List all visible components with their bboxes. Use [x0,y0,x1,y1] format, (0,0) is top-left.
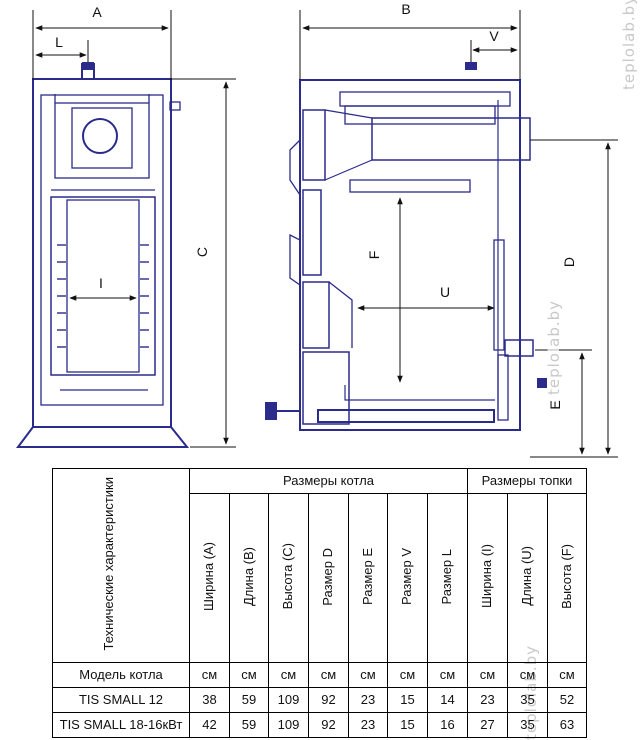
column-header: Размер V [387,493,428,663]
unit-cell: см [348,662,388,688]
column-header-label: Размер E [359,547,375,605]
front-view [16,63,190,448]
unit-cell: см [308,662,349,688]
column-header-label: Длина (B) [240,546,256,606]
unit-cell: см [467,662,508,688]
column-header-label: Размер V [399,547,415,605]
dim-label-c: C [194,247,210,257]
table-row: TIS SMALL 12 38 59 109 92 23 15 14 23 35… [52,687,587,713]
value-cell: 109 [268,712,309,738]
value-cell: 23 [348,687,388,713]
unit-cell: см [189,662,230,688]
dim-label-a: A [92,4,102,20]
front-grate-lines [57,244,149,348]
unit-cell: см [427,662,468,688]
watermark-text: teplolab.by [545,299,563,395]
value-cell: 92 [308,687,349,713]
row-header-label: Технические характеристики [101,477,116,651]
side-flue-icon [465,62,547,388]
unit-cell: см [387,662,428,688]
value-cell: 15 [387,712,428,738]
value-cell: 35 [507,712,548,738]
value-cell: 38 [189,687,230,713]
column-header-label: Ширина (I) [479,544,495,609]
column-header: Размер D [308,493,349,663]
side-handle-icon [265,402,300,420]
value-cell: 42 [189,712,230,738]
dim-label-l: L [55,34,63,50]
value-cell: 109 [268,687,309,713]
value-cell: 23 [348,712,388,738]
side-dimension-lines [299,10,618,458]
unit-cell: см [547,662,587,688]
dim-label-v: V [489,28,499,44]
column-header: Ширина (A) [189,493,230,663]
dim-label-b: B [401,1,410,17]
dim-label-d: D [561,257,577,267]
table-row: TIS SMALL 18-16кВт 42 59 109 92 23 15 16… [52,712,587,738]
value-cell: 63 [547,712,587,738]
front-chimney-icon [82,62,94,70]
column-header: Размер E [348,493,388,663]
model-name-cell: TIS SMALL 12 [52,687,190,713]
column-header-label: Ширина (A) [201,541,217,611]
column-header: Высота (C) [268,493,309,663]
boiler-dimension-drawing: A L C I [16,1,618,458]
value-cell: 15 [387,687,428,713]
column-header-label: Размер D [320,547,336,606]
dim-label-f: F [366,251,382,260]
column-header-label: Высота (C) [280,543,296,610]
side-view [289,79,534,431]
column-header-label: Длина (U) [519,546,535,607]
value-cell: 35 [507,687,548,713]
unit-cell: см [507,662,548,688]
group-header-boiler: Размеры котла [189,468,468,494]
value-cell: 16 [427,712,468,738]
column-header: Длина (U) [507,493,548,663]
dim-label-e: E [547,400,563,409]
value-cell: 92 [308,712,349,738]
value-cell: 59 [229,712,269,738]
group-header-firebox: Размеры топки [467,468,587,494]
dim-label-i: I [99,275,103,291]
value-cell: 52 [547,687,587,713]
dim-label-u: U [440,284,450,300]
unit-cell: см [229,662,269,688]
column-header: Ширина (I) [467,493,508,663]
value-cell: 59 [229,687,269,713]
column-header: Высота (F) [547,493,587,663]
unit-cell: см [268,662,309,688]
column-header-label: Размер L [439,548,455,605]
column-header: Размер L [427,493,468,663]
value-cell: 14 [427,687,468,713]
row-header-cell: Технические характеристики [52,468,190,663]
value-cell: 23 [467,687,508,713]
units-row-label: Модель котла [52,662,190,688]
column-header: Длина (B) [229,493,269,663]
specifications-table: Технические характеристики Размеры котла… [52,468,587,738]
model-name-cell: TIS SMALL 18-16кВт [52,712,190,738]
watermark-text: teplolab.by [620,0,638,90]
units-row: Модель котла см см см см см см см см см … [52,662,587,688]
value-cell: 27 [467,712,508,738]
front-dimension-lines [32,10,236,448]
column-header-label: Высота (F) [558,543,574,609]
